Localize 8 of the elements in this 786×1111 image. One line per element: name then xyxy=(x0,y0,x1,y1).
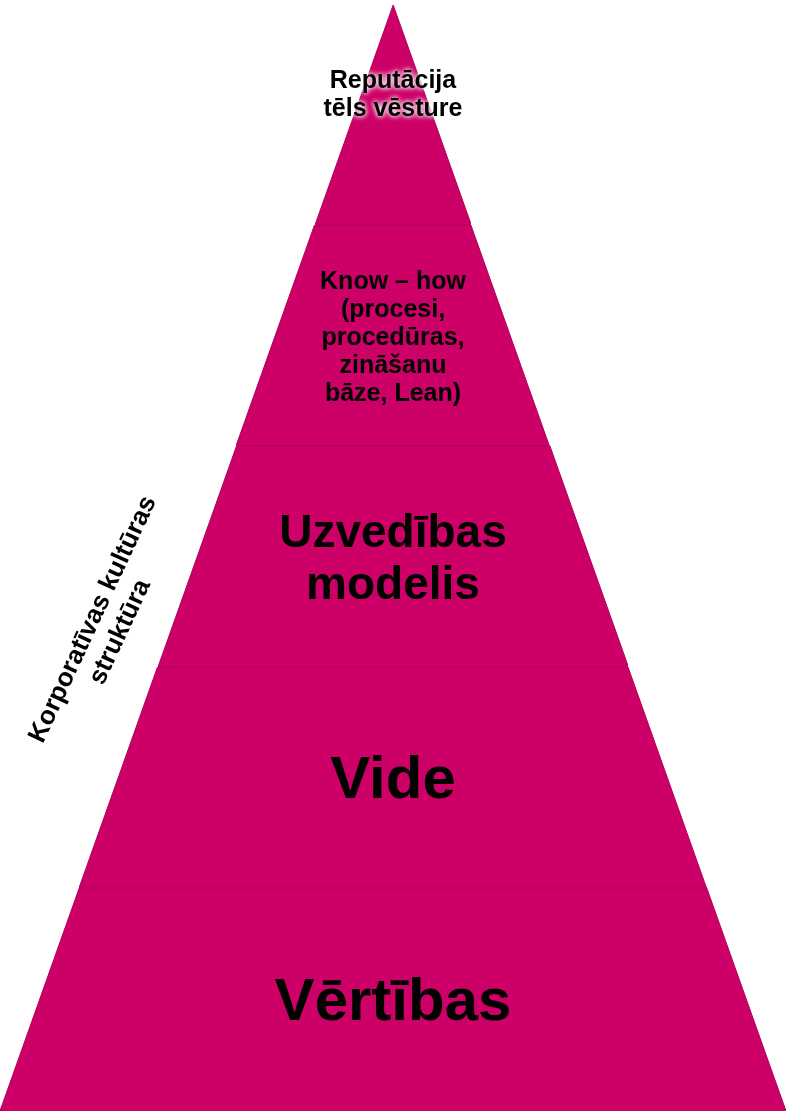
tier-label: Uzvedības modelis xyxy=(278,504,508,609)
pyramid-tier xyxy=(314,5,472,225)
pyramid-tier xyxy=(157,446,629,667)
tier-label: Vide xyxy=(329,744,457,811)
tier-label: Know – how (procesi, procedūras, zināšanu bāze, Lean) xyxy=(319,265,467,406)
pyramid-tier xyxy=(236,225,550,446)
tier-label: Vērtības xyxy=(273,966,513,1033)
pyramid-tier xyxy=(0,888,786,1111)
